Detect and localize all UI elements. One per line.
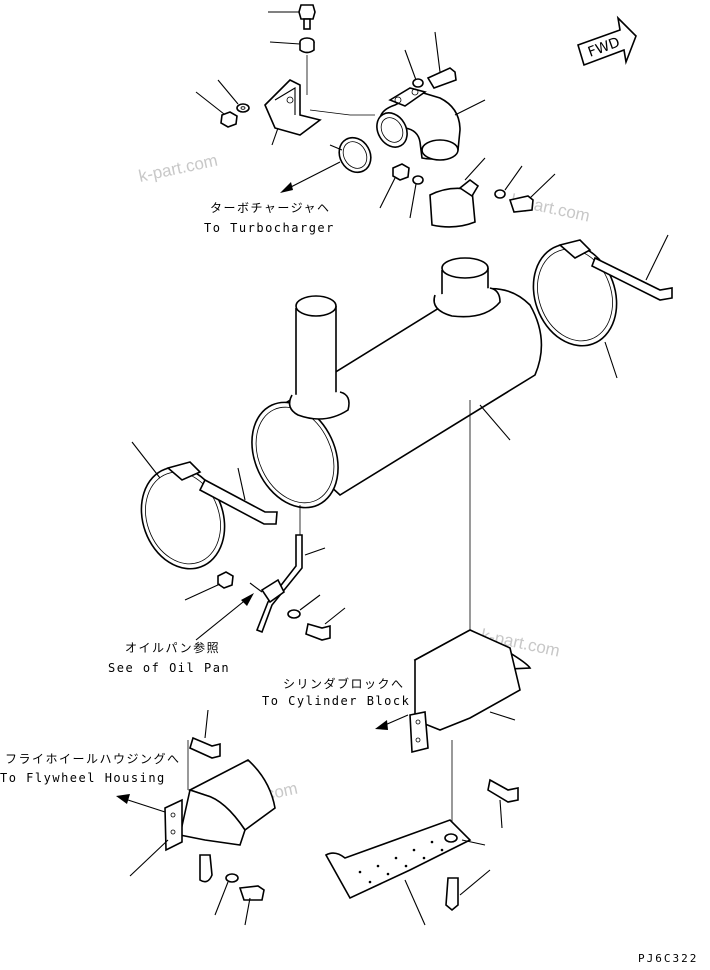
oil-pan-label-en: See of Oil Pan xyxy=(108,661,230,675)
bolt-right xyxy=(508,173,556,213)
washer-plate xyxy=(444,833,486,846)
drain-tube xyxy=(255,505,326,634)
gasket xyxy=(329,136,372,174)
nut-top-left xyxy=(195,91,238,128)
oil-pan-label-jp: オイルパン参照 xyxy=(125,640,220,655)
bracket-top xyxy=(264,79,375,146)
bolt-long-right xyxy=(590,234,673,301)
fwd-arrow-icon: FWD xyxy=(577,15,637,67)
bracket-cylinder-side xyxy=(409,629,532,830)
cylinder-arrow-icon xyxy=(375,714,409,730)
bolt-flywheel-bottom xyxy=(238,885,265,926)
washer-top-right xyxy=(404,49,424,88)
bolt-plate xyxy=(445,869,491,912)
flywheel-arrow-icon xyxy=(116,794,166,813)
flywheel-housing-label-en: To Flywheel Housing xyxy=(0,771,166,785)
turbocharger-label-en: To Turbocharger xyxy=(204,221,335,235)
nut-drain xyxy=(184,571,234,601)
bolt-flywheel-top xyxy=(189,709,221,759)
bolt-top-right xyxy=(426,31,457,89)
elbow-pipe xyxy=(376,87,486,161)
cylinder-block-label-jp: シリンダブロックへ xyxy=(283,676,405,691)
cylinder-block-label-en: To Cylinder Block xyxy=(262,694,410,708)
clamp-right xyxy=(532,239,618,379)
clamp-left xyxy=(131,441,226,570)
turbocharger-label-jp: ターボチャージャヘ xyxy=(210,201,331,215)
oil-pan-arrow-icon xyxy=(195,593,254,641)
flywheel-housing-label-jp: フライホイールハウジングへ xyxy=(5,752,181,766)
washer-right xyxy=(494,165,523,199)
bracket-flywheel-side xyxy=(129,740,276,883)
watermark: k-part.com xyxy=(137,151,219,186)
bolt-cylinder xyxy=(487,778,519,829)
top-bolt xyxy=(268,4,316,30)
drawing-code: PJ6C322 xyxy=(638,952,698,965)
washer-drain xyxy=(287,594,321,619)
muffler xyxy=(251,257,543,665)
collar xyxy=(269,37,315,95)
clamp-small xyxy=(429,157,486,228)
washer-flywheel xyxy=(214,873,239,916)
bolt-drain xyxy=(305,607,346,641)
washer-top-left xyxy=(217,79,250,113)
bolt-long-left xyxy=(198,467,278,525)
nut-mid xyxy=(379,163,410,209)
clip xyxy=(249,578,286,604)
cover-plate xyxy=(324,819,472,926)
turbo-arrow-icon xyxy=(280,161,341,193)
washer-mid xyxy=(409,175,424,219)
